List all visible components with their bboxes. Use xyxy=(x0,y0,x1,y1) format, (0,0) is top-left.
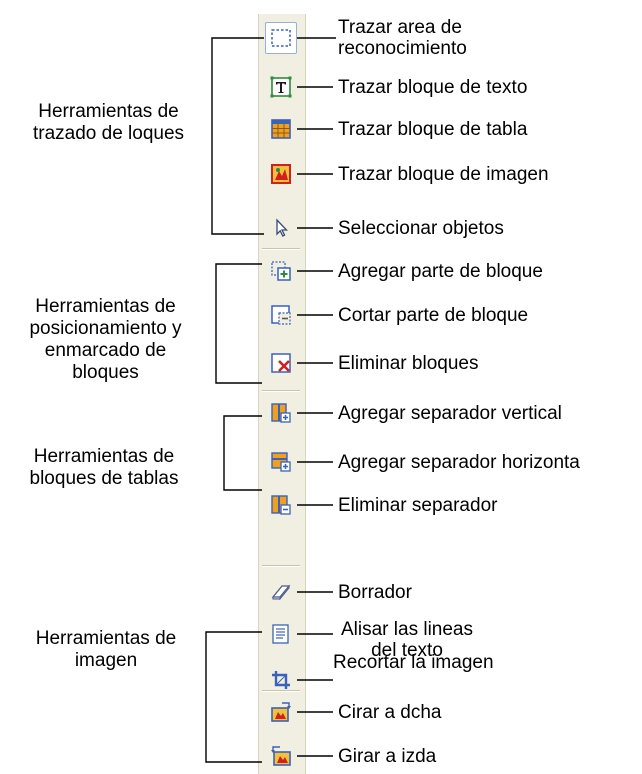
eraser-icon xyxy=(271,584,291,601)
tool-label: Girar a izda xyxy=(338,746,437,767)
tool-label: Seleccionar objetos xyxy=(338,218,504,239)
tool-label: Trazar area de reconocimiento xyxy=(338,17,467,59)
pointer-arrow-icon xyxy=(276,218,289,237)
group-label-tables: Herramientas de bloques de tablas xyxy=(29,446,179,489)
group-label-positioning: Herramientas de posicionamiento y enmarc… xyxy=(29,296,182,383)
group-label-drawing: Herramientas de trazado de loques xyxy=(32,101,185,144)
toolbar-separator xyxy=(262,690,300,692)
toolbar-separator xyxy=(262,565,300,567)
tool-label: Eliminar bloques xyxy=(338,353,479,374)
toolbar xyxy=(258,14,306,774)
text-block-icon xyxy=(270,76,292,98)
tool-crop-image[interactable] xyxy=(265,664,297,696)
crop-icon xyxy=(272,671,290,689)
tool-label-line1: Alisar las lineas xyxy=(341,619,473,640)
toolbar-separator xyxy=(262,248,300,250)
tool-label-line1: Trazar area de xyxy=(338,17,462,38)
horizontal-separator-icon xyxy=(271,452,291,472)
cut-block-part-icon xyxy=(271,305,291,325)
tool-label: Cortar parte de bloque xyxy=(338,305,529,326)
tool-straighten-text-lines[interactable] xyxy=(265,618,297,650)
tool-label: Agregar separador vertical xyxy=(338,403,562,424)
add-block-part-icon xyxy=(271,261,291,281)
tool-draw-recognition-area[interactable] xyxy=(265,22,297,54)
delete-separator-icon xyxy=(271,495,291,515)
image-block-icon xyxy=(271,164,291,184)
tool-rotate-right[interactable] xyxy=(265,696,297,728)
tool-add-block-part[interactable] xyxy=(265,255,297,287)
tool-add-horizontal-separator[interactable] xyxy=(265,446,297,478)
dashed-rectangle-icon xyxy=(271,29,291,47)
tool-delete-separator[interactable] xyxy=(265,489,297,521)
tool-eraser[interactable] xyxy=(265,576,297,608)
tool-label: Agregar separador horizonta xyxy=(338,452,580,473)
tool-delete-blocks[interactable] xyxy=(265,347,297,379)
group-label-image: Herramientas de imagen xyxy=(35,628,177,671)
delete-blocks-icon xyxy=(271,353,291,373)
tool-cut-block-part[interactable] xyxy=(265,299,297,331)
tool-label: Recortar la imagen xyxy=(333,652,494,673)
tool-label: Eliminar separador xyxy=(338,495,498,516)
tool-draw-text-block[interactable] xyxy=(265,71,297,103)
tool-label-line2: del texto xyxy=(371,640,443,661)
tool-label: Borrador xyxy=(338,582,412,603)
vertical-separator-icon xyxy=(271,403,291,423)
tool-label: Trazar bloque de tabla xyxy=(338,119,528,140)
rotate-left-icon xyxy=(271,746,291,766)
straighten-lines-icon xyxy=(272,624,289,644)
table-block-icon xyxy=(271,119,291,139)
rotate-right-icon xyxy=(271,702,291,722)
toolbar-separator xyxy=(262,390,300,392)
tool-label-line2: reconocimiento xyxy=(338,38,467,59)
tool-label: Trazar bloque de texto xyxy=(338,77,528,98)
tool-label: Alisar las lineas del texto xyxy=(341,619,473,661)
tool-add-vertical-separator[interactable] xyxy=(265,397,297,429)
tool-draw-table-block[interactable] xyxy=(265,113,297,145)
tool-rotate-left[interactable] xyxy=(265,740,297,772)
tool-select-objects[interactable] xyxy=(265,212,297,244)
tool-draw-image-block[interactable] xyxy=(265,158,297,190)
tool-label: Agregar parte de bloque xyxy=(338,261,543,282)
tool-label: Trazar bloque de imagen xyxy=(338,164,549,185)
tool-label: Cirar a dcha xyxy=(338,702,442,723)
